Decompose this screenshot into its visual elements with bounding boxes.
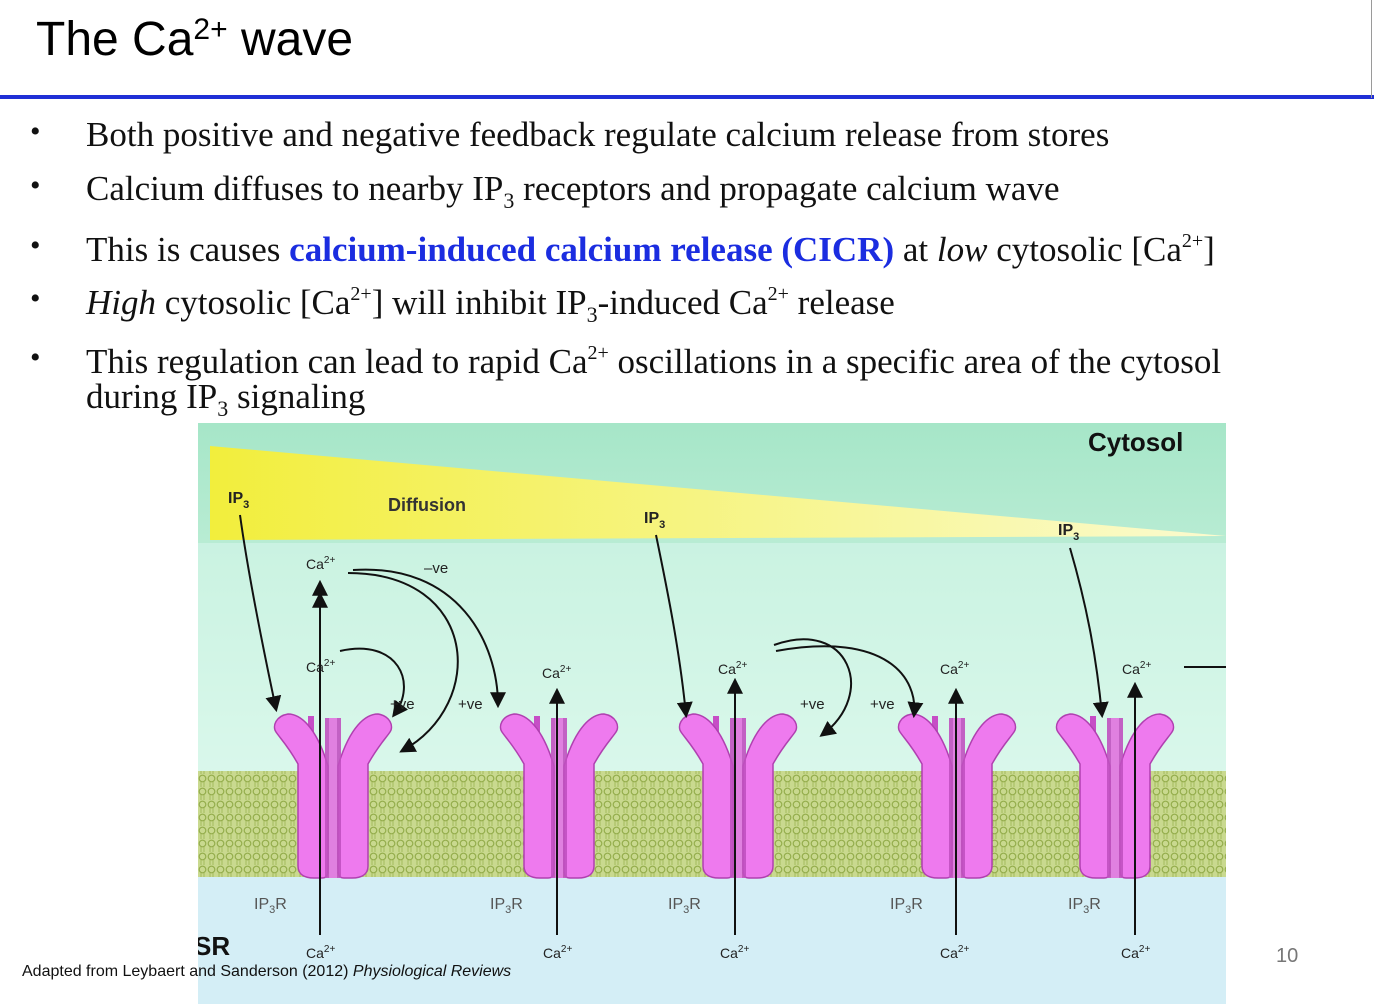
ca-label: Ca2+ [306,658,335,675]
positive-feedback-label: +ve [870,696,895,713]
title-divider [0,95,1374,99]
ca-efflux-arrows [312,579,1143,935]
bullet-marker: • [30,341,41,374]
sr-ca-label: Ca2+ [1121,944,1150,961]
bullet-marker: • [30,115,41,148]
ca-label: Ca2+ [542,664,571,681]
feedback-arrows [339,568,1226,753]
page-number: 10 [1276,945,1299,967]
positive-feedback-label: +ve [458,696,483,713]
title-bar: The Ca2+ wave [0,0,1374,99]
bullet-text: High cytosolic [Ca2+] will inhibit IP3-i… [86,283,895,327]
positive-feedback-label: +ve [390,696,415,713]
ip3r-label: IP3R [1068,896,1101,916]
slide-title: The Ca2+ wave [36,12,353,67]
ip3r-label: IP3R [254,896,287,916]
citation: Adapted from Leybaert and Sanderson (201… [22,963,512,980]
ip3r-label: IP3R [490,896,523,916]
bullet-marker: • [30,229,41,262]
cytosol-label: Cytosol [1088,427,1183,457]
bullet-text: This regulation can lead to rapid Ca2+ o… [86,342,1222,421]
ip3-binding-arrows [239,514,1109,719]
bullet-marker: • [30,282,41,315]
ip3-label: IP3 [1058,522,1079,543]
sr-ca-label: Ca2+ [306,944,335,961]
ip3-label: IP3 [644,510,665,531]
ca-label: Ca2+ [1122,660,1151,677]
ip3-label: IP3 [228,490,249,511]
title-superscript: 2+ [193,13,228,46]
bullet-text: Calcium diffuses to nearby IP3 receptors… [86,169,1060,213]
ca-label: Ca2+ [718,660,747,677]
ca-wave-diagram: Cytosol SR Diffusion IP3 IP3 IP3 Ca2+ Ca… [198,423,1226,1004]
bullet-text: Both positive and negative feedback regu… [86,115,1110,154]
sr-ca-label: Ca2+ [720,944,749,961]
bullet-text: This is causes calcium-induced calcium r… [86,230,1215,269]
ca-label: Ca2+ [306,555,335,572]
slide-edge [1371,0,1372,98]
ip3r-label: IP3R [890,896,923,916]
bullet-marker: • [30,169,41,202]
title-text: The Ca [36,13,194,66]
positive-feedback-label: +ve [800,696,825,713]
cicr-highlight: calcium-induced calcium release (CICR) [289,230,895,269]
sr-label: SR [198,931,230,961]
sr-ca-label: Ca2+ [543,944,572,961]
ip3r-label: IP3R [668,896,701,916]
ca-label: Ca2+ [940,660,969,677]
title-text-rest: wave [227,13,354,66]
ip3-diffusion-gradient [210,446,1226,540]
diffusion-label: Diffusion [388,495,466,515]
sr-lumen [198,877,1226,1004]
sr-ca-label: Ca2+ [940,944,969,961]
negative-feedback-label: –ve [424,560,448,577]
